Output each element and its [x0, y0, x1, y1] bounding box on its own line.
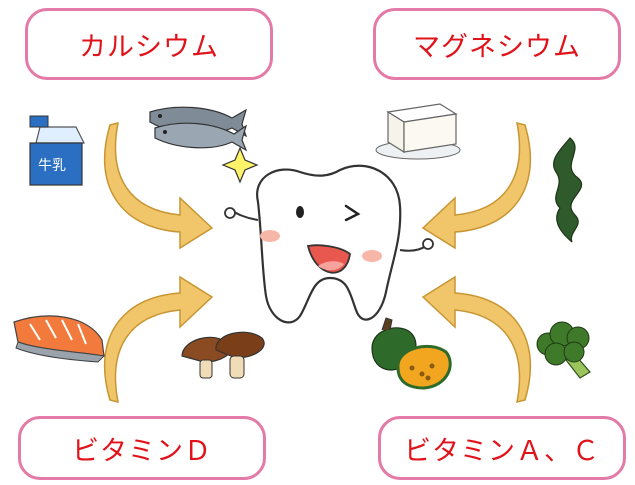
magnesium-label-text: マグネシウム: [413, 31, 581, 63]
arrow-bottom-left: [103, 275, 214, 404]
sparkle-icon: [221, 146, 259, 184]
vitamin-d-label-text: ビタミンＤ: [72, 435, 212, 467]
vitamin-d-label: ビタミンＤ: [18, 416, 266, 480]
smiling-tooth: [224, 164, 434, 324]
pumpkin-icon: [371, 317, 452, 390]
milk-carton-text: 牛乳: [38, 158, 66, 174]
seaweed-icon: [553, 137, 583, 243]
shiitake-icon: [181, 331, 265, 379]
calcium-label: カルシウム: [25, 8, 273, 80]
tofu-icon: [375, 103, 461, 160]
arrow-top-right: [421, 121, 532, 250]
broccoli-icon: [536, 321, 591, 379]
calcium-label-text: カルシウム: [79, 31, 219, 63]
arrow-bottom-right: [421, 275, 532, 404]
salmon-icon: [13, 315, 106, 363]
sardines-icon: [149, 106, 248, 152]
vitamin-ac-label: ビタミンＡ、Ｃ: [378, 416, 626, 480]
milk-carton-icon: 牛乳: [29, 115, 85, 186]
magnesium-label: マグネシウム: [373, 8, 621, 80]
arrow-top-left: [103, 121, 214, 250]
vitamin-ac-label-text: ビタミンＡ、Ｃ: [404, 435, 600, 467]
